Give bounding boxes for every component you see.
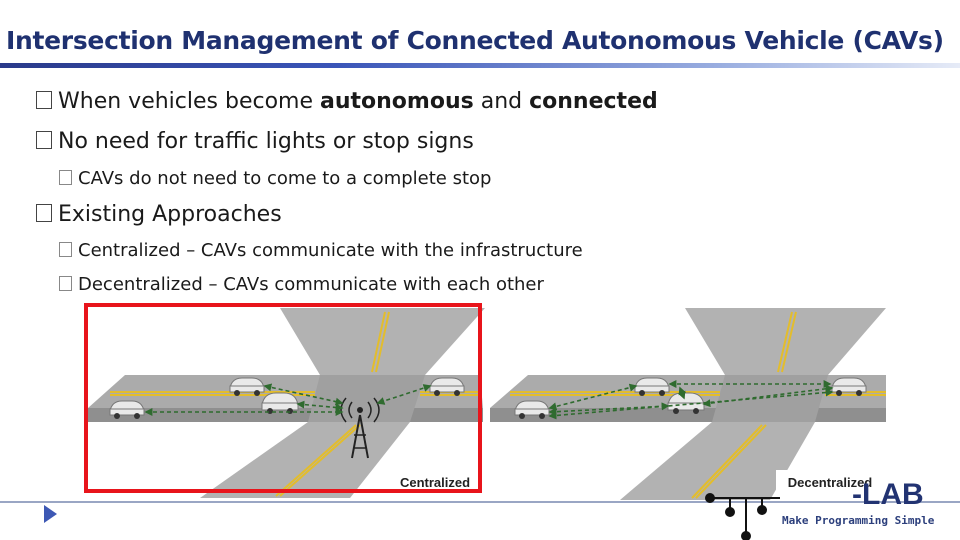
sub-bullet-decentralized: Decentralized – CAVs communicate with ea… [59,274,544,295]
car-icon [229,377,265,396]
bullet-box-icon [36,131,52,149]
communication-arrow-icon [144,383,432,416]
slide-title: Intersection Management of Connected Aut… [6,26,944,55]
play-arrow-icon[interactable] [44,505,57,523]
car-icon [109,400,145,419]
label-decentralized: Decentralized [788,475,873,490]
centralized-highlight-frame [84,303,482,493]
sub-bullet-centralized: Centralized – CAVs communicate with the … [59,240,583,261]
label-centralized: Centralized [400,475,470,490]
bullet-autonomous-connected: When vehicles become autonomous and conn… [36,89,658,114]
bullet-text: Existing Approaches [58,202,282,227]
car-icon [429,377,465,396]
logo-circuit-icon [705,493,780,540]
title-underline [0,63,960,68]
intersection-diagram: Centralized Decentralized [88,308,886,500]
radio-tower-icon [340,397,380,459]
bullet-bold-connected: connected [529,89,658,114]
footer-rule [0,501,960,503]
sub-bullet-text: CAVs do not need to come to a complete s… [78,168,492,189]
logo-wordmark: -LAB [852,478,924,511]
bullet-box-icon [36,91,52,109]
sub-bullet-box-icon [59,242,72,257]
sub-bullet-text: Centralized – CAVs communicate with the … [78,240,583,261]
communication-arrow-icon [548,380,834,420]
sub-bullet-box-icon [59,170,72,185]
sub-bullet-no-complete-stop: CAVs do not need to come to a complete s… [59,168,491,189]
logo-tagline: Make Programming Simple [782,514,935,527]
centralized-intersection [88,308,485,498]
bullet-text-part: When vehicles become [58,89,320,114]
sub-bullet-text: Decentralized – CAVs communicate with ea… [78,274,544,295]
bullet-bold-autonomous: autonomous [320,89,474,114]
sub-bullet-box-icon [59,276,72,291]
bullet-text-part: and [473,89,530,114]
bullet-existing-approaches: Existing Approaches [36,202,282,227]
bullet-text: No need for traffic lights or stop signs [58,129,474,154]
bullet-box-icon [36,204,52,222]
decentralized-intersection [490,308,886,500]
bullet-no-traffic-lights: No need for traffic lights or stop signs [36,129,474,154]
